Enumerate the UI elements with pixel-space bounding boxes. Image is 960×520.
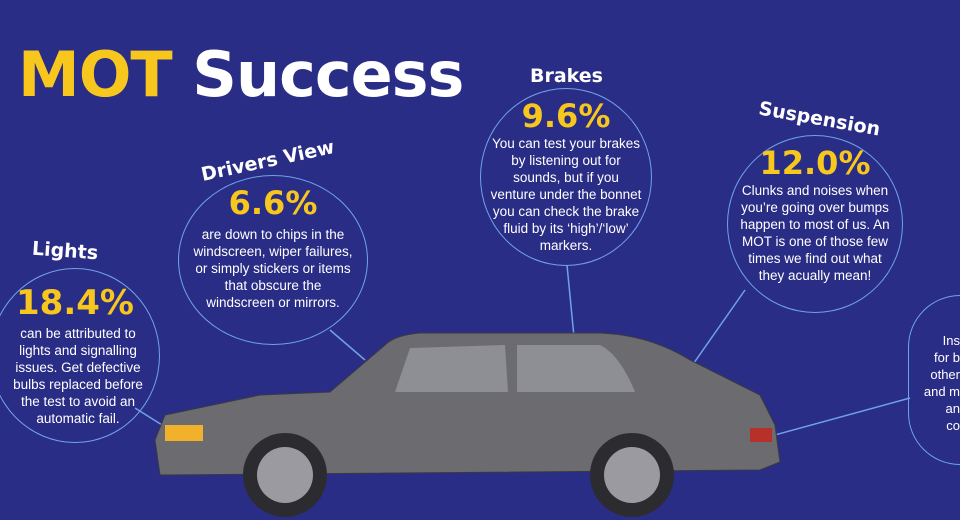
brakes-percent: 9.6% bbox=[521, 97, 611, 135]
suspension-circle: 12.0% Clunks and noises when you’re goin… bbox=[727, 135, 903, 313]
rear-window bbox=[517, 345, 635, 392]
suspension-text: Clunks and noises when you’re going over… bbox=[740, 183, 890, 283]
taillight bbox=[750, 428, 772, 442]
partial-text: Ins for b other and m an co bbox=[923, 333, 960, 433]
rear-hubcap bbox=[604, 447, 660, 503]
drivers-view-circle: 6.6% are down to chips in the windscreen… bbox=[178, 175, 368, 345]
drivers-view-percent: 6.6% bbox=[228, 184, 318, 222]
front-window bbox=[395, 345, 508, 392]
brakes-label: Brakes bbox=[530, 65, 603, 87]
partial-circle: Ins for b other and m an co bbox=[908, 295, 960, 465]
lights-percent: 18.4% bbox=[16, 283, 134, 323]
lights-circle: 18.4% can be attributed to lights and si… bbox=[0, 268, 160, 443]
suspension-percent: 12.0% bbox=[759, 144, 871, 182]
headlight bbox=[165, 425, 203, 441]
connector-line bbox=[329, 329, 366, 361]
drivers-view-text: are down to chips in the windscreen, wip… bbox=[193, 227, 353, 310]
title-mot: MOT bbox=[18, 38, 173, 111]
front-hubcap bbox=[257, 447, 313, 503]
brakes-text: You can test your brakes by listening ou… bbox=[490, 136, 642, 253]
lights-label: Lights bbox=[31, 237, 99, 265]
lights-text: can be attributed to lights and signalli… bbox=[13, 326, 143, 426]
page-title: MOT Success bbox=[18, 38, 464, 111]
title-success: Success bbox=[192, 38, 464, 111]
brakes-circle: 9.6% You can test your brakes by listeni… bbox=[480, 88, 652, 266]
